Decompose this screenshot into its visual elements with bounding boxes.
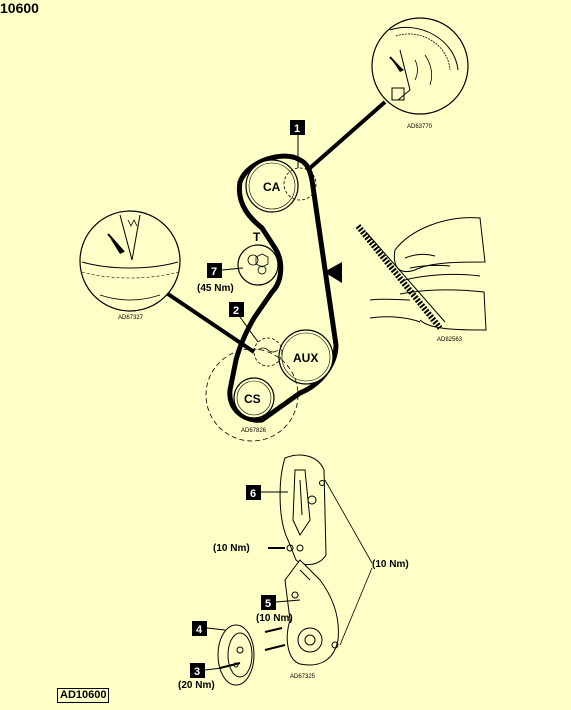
callout-5: 5 bbox=[261, 595, 301, 610]
svg-text:2: 2 bbox=[233, 305, 239, 317]
covers-code: AD67325 bbox=[290, 674, 316, 680]
backplate-bolt-torque: (10 Nm) bbox=[256, 613, 293, 624]
cam-mark-inset: AD63770 bbox=[308, 17, 469, 170]
cover-torque-leaders bbox=[324, 479, 373, 646]
camshaft-label: CA bbox=[263, 180, 281, 194]
svg-text:7: 7 bbox=[211, 266, 217, 278]
aux-timing-mark-ring bbox=[253, 337, 283, 367]
callout-3: 3 bbox=[190, 663, 223, 678]
svg-text:4: 4 bbox=[196, 624, 203, 636]
cover-side-torque: (10 Nm) bbox=[372, 559, 409, 570]
auxiliary-label: AUX bbox=[293, 351, 318, 365]
tensioner-torque: (45 Nm) bbox=[197, 283, 234, 294]
cs-detail-code: AD67826 bbox=[241, 428, 267, 434]
upper-cover bbox=[279, 454, 327, 566]
crank-bolt-torque: (20 Nm) bbox=[178, 680, 215, 691]
svg-text:3: 3 bbox=[194, 666, 200, 678]
timing-belt bbox=[227, 153, 339, 423]
svg-text:6: 6 bbox=[250, 488, 256, 500]
crank-mark-inset: AD67327 bbox=[79, 210, 256, 354]
auxiliary-pulley: AUX bbox=[278, 329, 334, 385]
belt-routing bbox=[227, 153, 339, 423]
belt-fit-code: AD82563 bbox=[437, 337, 463, 343]
callout-4: 4 bbox=[192, 621, 226, 636]
crankshaft-pulley: CS bbox=[233, 377, 275, 419]
tensioner-pulley: T bbox=[237, 230, 279, 286]
camshaft-pulley: CA bbox=[245, 159, 299, 213]
cam-timing-mark-ring bbox=[283, 167, 317, 201]
tensioner-label: T bbox=[253, 230, 261, 244]
crank-pulley-exploded bbox=[217, 624, 255, 686]
crankshaft-label: CS bbox=[244, 392, 261, 406]
belt-direction-arrow bbox=[324, 262, 342, 283]
cover-bolt-torque: (10 Nm) bbox=[213, 543, 250, 554]
callout-7: 7 bbox=[207, 263, 244, 278]
crank-inset-code: AD67327 bbox=[118, 315, 144, 321]
callout-6: 6 bbox=[246, 485, 288, 500]
callout-2: 2 bbox=[229, 302, 259, 343]
rear-backplate bbox=[284, 559, 339, 666]
reference-title: 10600 bbox=[0, 0, 39, 16]
belt-fitting-sketch: AD82563 bbox=[355, 217, 487, 343]
callout-1: 1 bbox=[290, 120, 305, 168]
svg-text:1: 1 bbox=[294, 123, 300, 135]
cam-inset-code: AD63770 bbox=[407, 124, 433, 130]
figure-reference-tag: AD10600 bbox=[57, 688, 110, 703]
bolts bbox=[219, 544, 294, 669]
svg-text:5: 5 bbox=[265, 598, 271, 610]
